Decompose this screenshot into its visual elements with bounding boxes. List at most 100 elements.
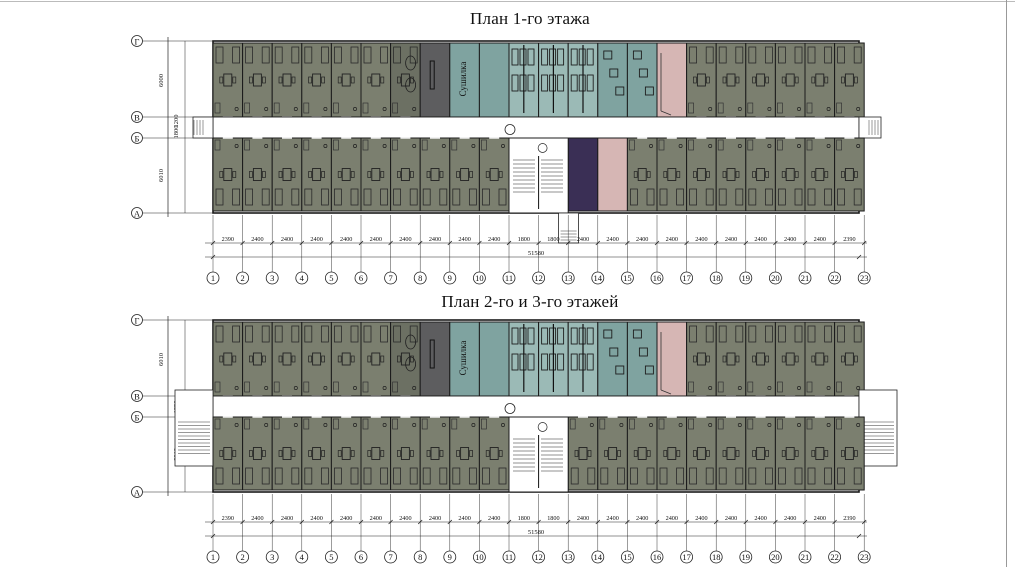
axis-bubble-Б — [131, 411, 143, 423]
axis-bubble-18 — [709, 271, 723, 285]
axis-number-3: 3 — [270, 273, 274, 283]
axis-number-11: 11 — [505, 552, 513, 562]
axis-number-18: 18 — [712, 552, 721, 562]
axis-number-20: 20 — [771, 273, 780, 283]
column-dimension: 2390 — [843, 236, 855, 243]
axis-bubble-13 — [561, 271, 575, 285]
axis-bubble-15 — [621, 550, 634, 564]
room-label-dryer: Сушилка — [458, 62, 468, 97]
axis-number-11: 11 — [505, 273, 513, 283]
axis-number-14: 14 — [594, 552, 603, 562]
axis-letter-А: А — [134, 487, 141, 497]
axis-letter-Б: Б — [135, 133, 140, 143]
axis-bubble-20 — [769, 550, 782, 564]
column-dimension: 2400 — [488, 236, 500, 243]
axis-number-2: 2 — [240, 273, 244, 283]
column-dimension: 1800 — [547, 515, 559, 522]
column-dimension: 2400 — [666, 515, 678, 522]
column-dimension: 2400 — [577, 515, 589, 522]
axis-bubble-10 — [472, 271, 486, 285]
axis-number-12: 12 — [534, 552, 543, 562]
axis-bubble-18 — [709, 550, 723, 564]
axis-bubble-2 — [236, 550, 250, 564]
column-dimension: 2400 — [370, 236, 382, 243]
column-dimension: 1800 — [518, 236, 530, 243]
stair-marker — [537, 143, 548, 153]
column-dimension: 2400 — [429, 236, 441, 243]
column-dimension: 2400 — [399, 515, 411, 522]
column-dimension: 2400 — [429, 515, 441, 522]
axis-bubble-1 — [206, 550, 220, 564]
plan-floors-2-3: ГВБА601018206010Сушилка23902400240024002… — [131, 314, 898, 564]
column-dimension: 2390 — [222, 515, 234, 522]
axis-bubble-19 — [739, 550, 753, 564]
column-dimension: 2400 — [814, 515, 826, 522]
column-dimension: 2400 — [251, 515, 263, 522]
axis-bubble-8 — [413, 271, 427, 285]
column-dimension: 2400 — [814, 236, 826, 243]
axis-bubble-3 — [265, 550, 279, 564]
axis-bubble-21 — [798, 550, 812, 564]
axis-number-13: 13 — [564, 552, 573, 562]
axis-bubble-10 — [472, 550, 486, 564]
total-dimension: 51580 — [528, 250, 544, 257]
axis-bubble-16 — [650, 550, 664, 564]
axis-bubble-7 — [384, 271, 398, 285]
column-dimension: 2400 — [310, 515, 322, 522]
axis-number-6: 6 — [359, 273, 363, 283]
column-dimension: 2400 — [399, 236, 411, 243]
porch-right — [858, 116, 882, 139]
column-dimension: 2400 — [666, 236, 678, 243]
axis-letter-Г: Г — [135, 315, 140, 325]
axis-number-13: 13 — [564, 273, 573, 283]
axis-bubble-14 — [591, 271, 605, 285]
column-dimension: 2400 — [606, 515, 618, 522]
axis-number-9: 9 — [448, 273, 452, 283]
column-dimension: 1800 — [547, 236, 559, 243]
stair-tower-right — [858, 389, 898, 467]
column-dimension: 2390 — [843, 515, 855, 522]
column-dimension: 2400 — [340, 236, 352, 243]
axis-letter-В: В — [134, 112, 140, 122]
column-dimension: 2400 — [281, 236, 293, 243]
axis-number-9: 9 — [448, 552, 452, 562]
column-dimension: 2400 — [577, 236, 589, 243]
axis-bubble-6 — [354, 271, 368, 285]
axis-number-15: 15 — [623, 273, 632, 283]
axis-bubble-12 — [532, 271, 545, 285]
axis-bubble-13 — [561, 550, 575, 564]
axis-bubble-4 — [295, 271, 309, 285]
axis-bubble-22 — [828, 550, 841, 564]
column-dimension: 2400 — [784, 515, 796, 522]
column-dimension: 2400 — [340, 515, 352, 522]
column-dimension: 2400 — [784, 236, 796, 243]
column-dimension: 2400 — [695, 236, 707, 243]
plan-title-floor-1: План 1-го этажа — [470, 9, 590, 28]
axis-number-10: 10 — [475, 552, 484, 562]
axis-number-2: 2 — [240, 552, 244, 562]
axis-letter-Б: Б — [135, 412, 140, 422]
column-dimension: 2400 — [725, 515, 737, 522]
axis-number-7: 7 — [388, 273, 392, 283]
axis-bubble-23 — [857, 271, 871, 285]
axis-bubble-Б — [131, 132, 143, 144]
sheet-top-border — [0, 1, 1015, 2]
axis-bubble-Г — [131, 35, 143, 47]
axis-bubble-9 — [443, 271, 457, 285]
axis-letter-Г: Г — [135, 36, 140, 46]
axis-number-7: 7 — [388, 552, 392, 562]
column-dimension: 2400 — [370, 515, 382, 522]
axis-number-15: 15 — [623, 552, 632, 562]
axis-number-8: 8 — [418, 273, 422, 283]
column-dimension: 2400 — [488, 515, 500, 522]
axis-number-4: 4 — [300, 552, 305, 562]
axis-number-12: 12 — [534, 273, 543, 283]
axis-bubble-В — [131, 390, 143, 402]
axis-bubble-23 — [857, 550, 871, 564]
axis-number-23: 23 — [860, 552, 869, 562]
column-dimension: 2400 — [281, 515, 293, 522]
axis-number-22: 22 — [830, 552, 839, 562]
axis-bubble-17 — [680, 271, 693, 285]
